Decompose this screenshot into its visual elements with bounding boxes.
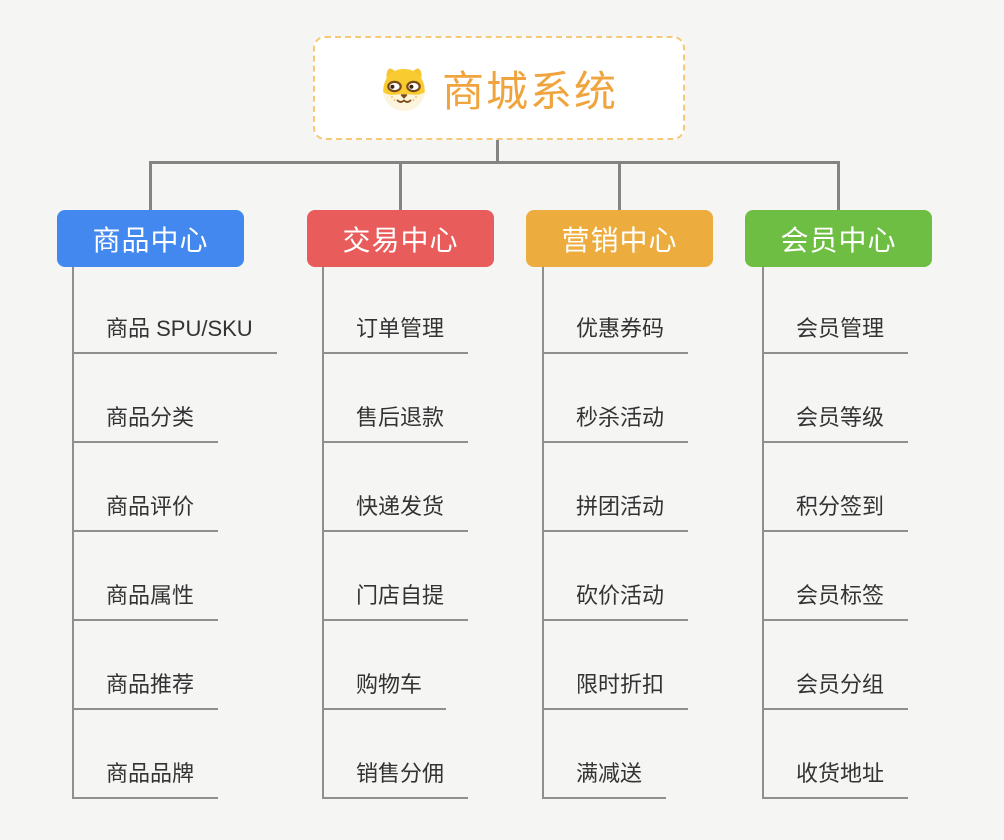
branch-node-trade-center[interactable]: 交易中心	[307, 210, 494, 267]
leaf-topic[interactable]: 砍价活动	[542, 581, 689, 621]
leaf-topic[interactable]: 优惠券码	[542, 314, 689, 354]
branch-column-marketing-center: 优惠券码 秒杀活动 拼团活动 砍价活动 限时折扣 满减送	[542, 267, 782, 799]
branch-drop-connector-3	[618, 161, 621, 210]
branch-label: 交易中心	[342, 224, 459, 256]
leaf-topic[interactable]: 秒杀活动	[542, 403, 689, 443]
branch-drop-connector-4	[837, 161, 840, 210]
leaf-topic[interactable]: 商品分类	[72, 403, 219, 443]
leaf-topic[interactable]: 商品品牌	[72, 759, 219, 799]
branch-column-trade-center: 订单管理 售后退款 快递发货 门店自提 购物车 销售分佣	[322, 267, 562, 799]
leaf-topic[interactable]: 会员分组	[762, 670, 909, 710]
branch-label: 会员中心	[780, 224, 897, 256]
branch-column-member-center: 会员管理 会员等级 积分签到 会员标签 会员分组 收货地址	[762, 267, 1002, 799]
leaf-topic[interactable]: 售后退款	[322, 403, 469, 443]
branch-node-member-center[interactable]: 会员中心	[745, 210, 932, 267]
leaf-topic[interactable]: 会员管理	[762, 314, 909, 354]
leaf-topic[interactable]: 满减送	[542, 759, 667, 799]
leaf-topic[interactable]: 积分签到	[762, 492, 909, 532]
branch-label: 营销中心	[561, 224, 678, 256]
leaf-topic[interactable]: 会员标签	[762, 581, 909, 621]
leaf-topic[interactable]: 购物车	[322, 670, 447, 710]
branch-drop-connector-2	[398, 161, 402, 210]
leaf-topic[interactable]: 商品 SPU/SKU	[72, 314, 277, 354]
leaf-topic[interactable]: 销售分佣	[322, 759, 469, 799]
leaf-topic[interactable]: 商品推荐	[72, 670, 219, 710]
leaf-topic[interactable]: 限时折扣	[542, 670, 689, 710]
leaf-topic[interactable]: 拼团活动	[542, 492, 689, 532]
leaf-topic[interactable]: 商品属性	[72, 581, 219, 621]
branch-column-product-center: 商品 SPU/SKU 商品分类 商品评价 商品属性 商品推荐 商品品牌	[72, 267, 312, 799]
leaf-topic[interactable]: 门店自提	[322, 581, 469, 621]
leaf-topic[interactable]: 快递发货	[322, 492, 469, 532]
branch-node-product-center[interactable]: 商品中心	[57, 210, 244, 267]
branch-node-marketing-center[interactable]: 营销中心	[526, 210, 713, 267]
leaf-topic[interactable]: 订单管理	[322, 314, 469, 354]
leaf-topic[interactable]: 商品评价	[72, 492, 219, 532]
dog-face-icon	[380, 64, 428, 112]
leaf-topic[interactable]: 收货地址	[762, 759, 909, 799]
root-topic[interactable]: 商城系统	[313, 36, 685, 140]
branch-drop-connector-1	[148, 161, 152, 210]
branch-label: 商品中心	[92, 224, 209, 256]
root-topic-label: 商城系统	[441, 67, 618, 115]
horizontal-connector	[148, 161, 840, 164]
root-drop-connector	[495, 136, 499, 164]
leaf-topic[interactable]: 会员等级	[762, 403, 909, 443]
